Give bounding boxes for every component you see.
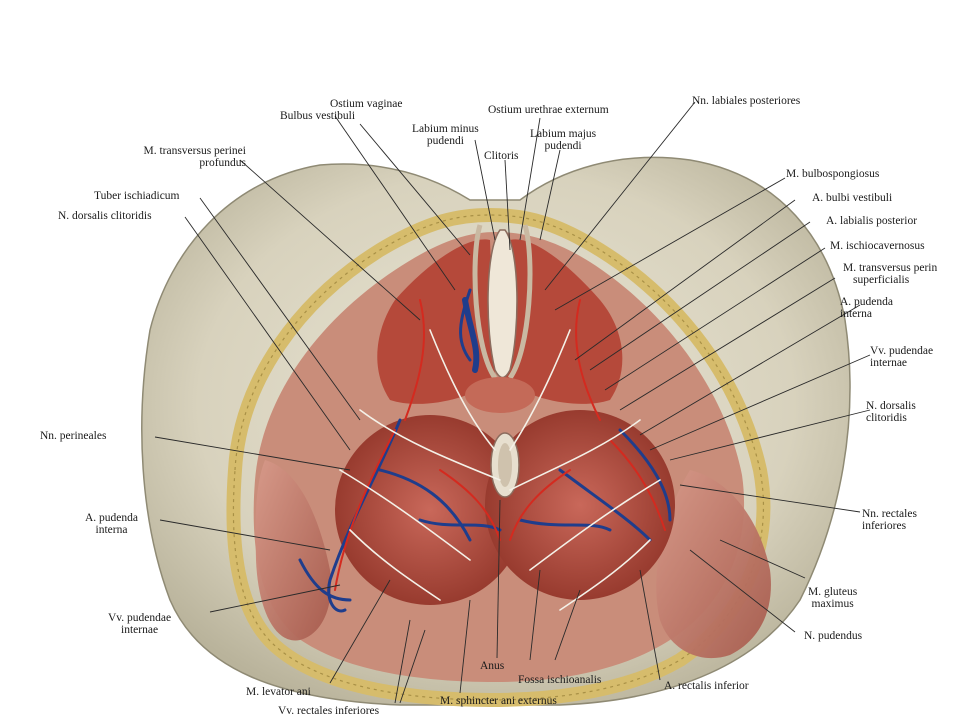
label-m-ischiocav: M. ischiocavernosus [830,240,925,252]
label-n-pudendus: N. pudendus [804,630,863,642]
veins [298,288,672,613]
label-a-labialis: A. labialis posterior [826,215,918,227]
label-fossa: Fossa ischioanalis [518,674,602,686]
gluteus-right [656,470,771,659]
label-a-bulbi: A. bulbi vestibuli [812,192,893,204]
label-tuber: Tuber ischiadicum [94,190,180,202]
label-anus: Anus [480,660,505,672]
label-m-sphincter: M. sphincter ani externus [440,695,557,707]
arteries [334,299,666,591]
label-clitoris: Clitoris [484,150,519,162]
label-bulbus-vestibuli: Bulbus vestibuli [280,110,356,122]
label-nn-perineales: Nn. perineales [40,430,107,442]
label-ostium-vaginae: Ostium vaginae [330,98,403,110]
label-nn-labiales: Nn. labiales posteriores [692,95,801,107]
fossa-right [485,410,675,600]
label-m-levator: M. levator ani [246,686,311,698]
urogenital-left [377,239,495,404]
label-vv-rectales: Vv. rectales inferiores [278,705,380,717]
nerves [339,329,661,611]
gluteus-left [255,460,331,641]
urogenital-right [505,239,623,404]
label-a-rectalis: A. rectalis inferior [664,680,749,692]
label-ostium-urethrae: Ostium urethrae externum [488,104,609,116]
labium-minus [487,229,518,379]
label-m-bulbospongiosus: M. bulbospongiosus [786,168,880,180]
fat-layer [226,207,771,708]
label-n-dorsalis-left: N. dorsalis clitoridis [58,210,152,222]
leader-lines [154,101,871,704]
